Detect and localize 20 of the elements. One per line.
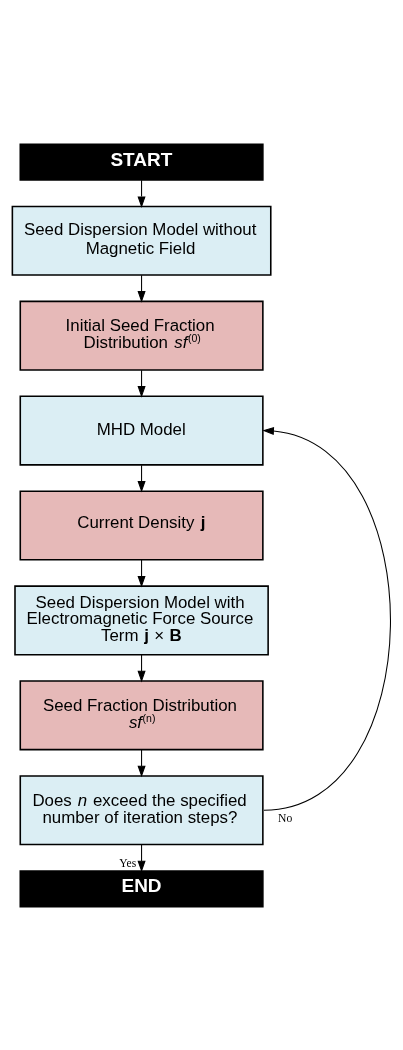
node-box: Seed Dispersion Model with Electromagnetic Force Source Term j × B	[14, 584, 269, 655]
node-box: Initial Seed Fraction Distribution sf$^{(0)}$	[19, 300, 264, 371]
node-box: MHD Model	[19, 395, 264, 466]
arrow	[137, 464, 146, 493]
arrow	[137, 653, 146, 682]
arrow	[137, 369, 146, 398]
node-box: Seed Fraction Distribution sf$^{(n)}$	[19, 679, 264, 750]
node-box: Seed Dispersion Model without Magnetic Field	[11, 205, 272, 276]
node-box: START	[19, 142, 264, 181]
node-box: END	[19, 869, 264, 908]
node-box: Current Density j	[19, 489, 264, 561]
arrow	[137, 843, 146, 872]
arrow	[137, 274, 146, 303]
node-box: Does n exceed the specified number of iteration steps?	[19, 774, 264, 845]
arrow	[137, 748, 146, 777]
arrow	[262, 426, 391, 811]
edge-label: No	[278, 811, 293, 825]
arrow	[137, 179, 146, 208]
edge-label: Yes	[119, 856, 137, 870]
arrow	[137, 559, 146, 587]
